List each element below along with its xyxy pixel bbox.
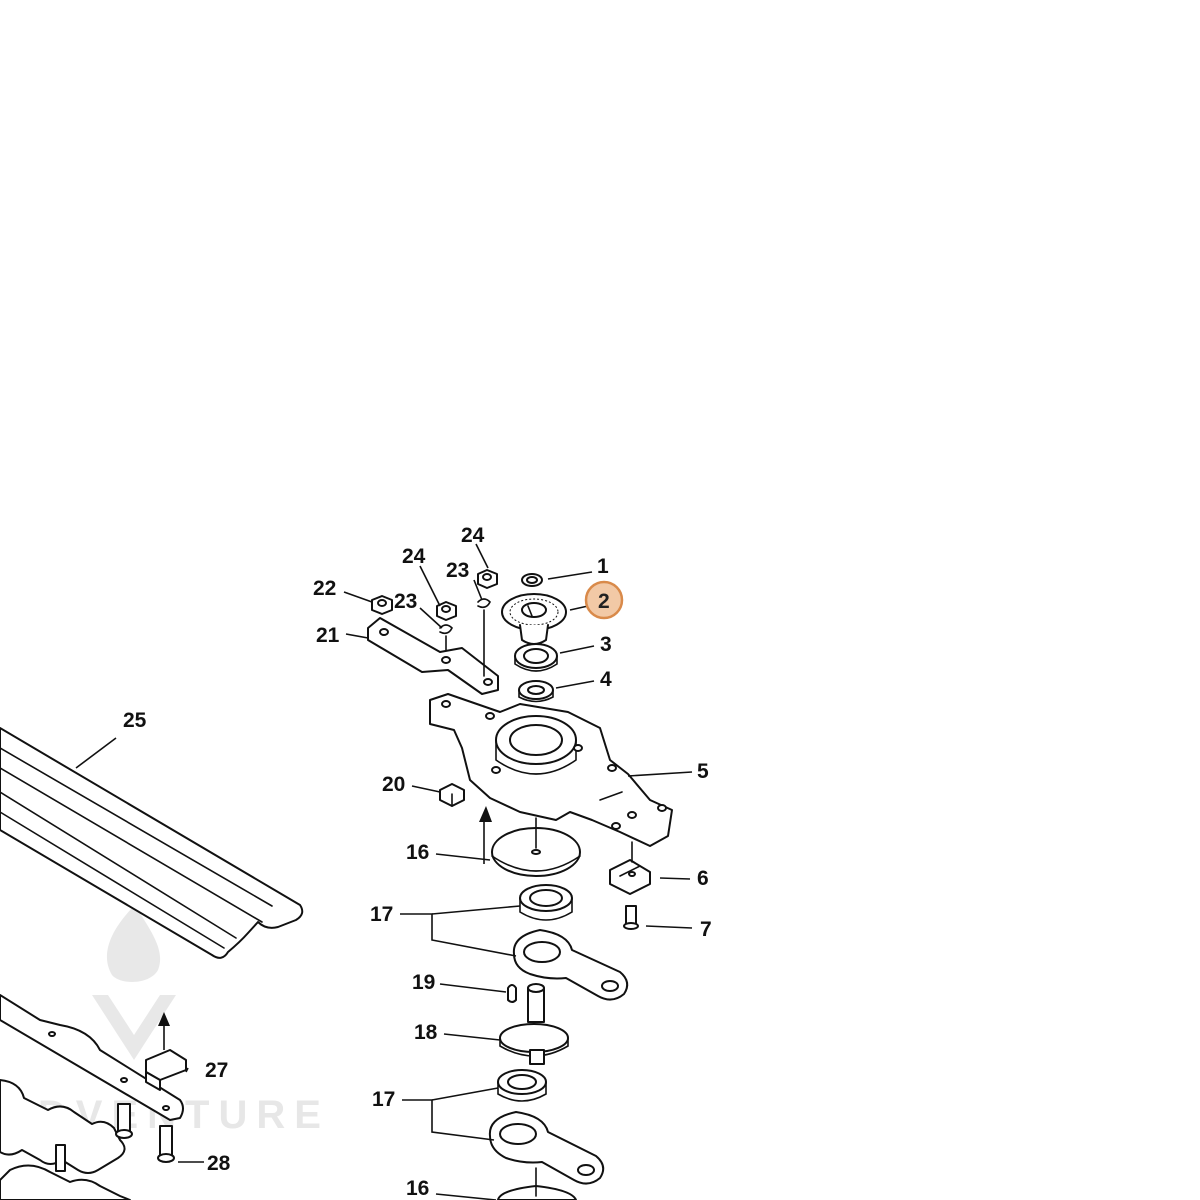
part-27-clip: [145, 1012, 187, 1091]
callout-1: 1: [597, 555, 609, 578]
part-6-clip: [609, 859, 651, 895]
part-7-screw: [623, 905, 639, 930]
callout-22: 22: [313, 577, 336, 600]
part-4-spacer: [518, 680, 554, 703]
callout-17-lower: 17: [372, 1088, 395, 1111]
part-5-gear-housing: [429, 693, 673, 847]
part-25-blade-guard: [0, 727, 304, 959]
part-16-disc-lower: [497, 1185, 577, 1200]
callout-3: 3: [600, 633, 612, 656]
callout-25: 25: [123, 709, 147, 732]
callout-5: 5: [697, 760, 709, 783]
callout-6: 6: [697, 867, 709, 890]
callout-16-lower: 16: [406, 1177, 429, 1200]
callout-24-right: 24: [461, 524, 485, 547]
callout-23-right: 23: [446, 559, 469, 582]
part-24-nut-b: [477, 569, 498, 589]
part-17-connecting-rod-upper: [512, 929, 629, 1001]
leader-lines: [75, 543, 693, 1200]
part-24-nut-a: [436, 601, 457, 621]
callout-20: 20: [382, 773, 405, 796]
callout-27: 27: [205, 1059, 228, 1082]
part-21-plate: [367, 617, 499, 695]
flame-logo-icon: [92, 905, 176, 1060]
callout-19: 19: [412, 971, 435, 994]
part-2-bevel-gear: [501, 593, 567, 645]
callout-7: 7: [700, 918, 712, 941]
callout-2-highlighted: 2: [598, 590, 610, 613]
callout-16-upper: 16: [406, 841, 429, 864]
highlight-marker: [584, 580, 624, 620]
part-28-screws: [115, 1103, 175, 1163]
callout-4: 4: [600, 668, 612, 691]
part-20-block: [439, 783, 465, 807]
callout-17-upper: 17: [370, 903, 393, 926]
callout-28: 28: [207, 1152, 231, 1175]
callout-labels: 1 2 3 4 5 6 7 16 16 17 17 18 19 20 21 22…: [123, 524, 712, 1200]
part-17-bearing-lower: [497, 1069, 547, 1102]
part-18-eccentric-shaft: [499, 983, 569, 1065]
part-22-nut: [371, 595, 393, 615]
part-1-washer: [521, 573, 543, 587]
part-19-key: [507, 984, 517, 1003]
part-23-circlip-a: [439, 624, 453, 635]
part-23-circlip-b: [477, 598, 491, 609]
callout-21: 21: [316, 624, 340, 647]
callout-18: 18: [414, 1021, 438, 1044]
part-3-bearing: [514, 643, 558, 672]
callout-24-left: 24: [402, 545, 426, 568]
callout-23-left: 23: [394, 590, 417, 613]
cutter-blade-assembly: [0, 994, 184, 1200]
highlight-circle: [584, 580, 624, 620]
part-17-connecting-rod-lower: [488, 1111, 605, 1185]
part-17-bearing-upper: [519, 884, 573, 921]
